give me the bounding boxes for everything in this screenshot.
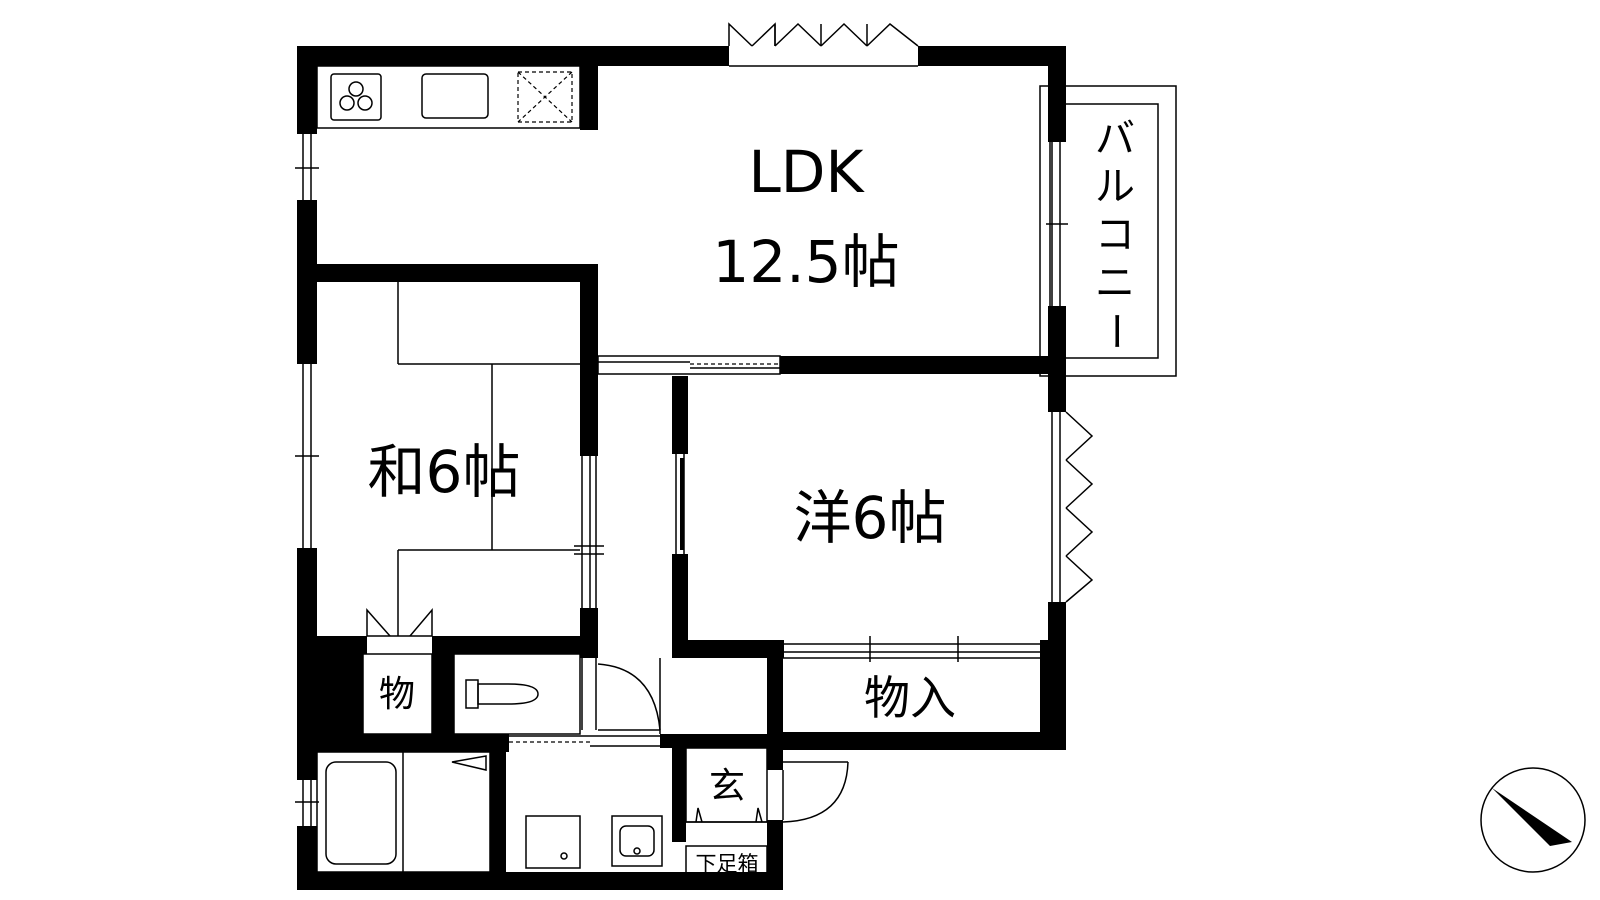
entrance-label: 玄 [709,766,745,807]
compass-icon [1480,767,1586,873]
ldk-sliding-door [597,355,781,375]
bath [316,751,491,873]
hallway-lines [659,640,768,734]
storage-small-box [362,653,433,735]
balcony-char: ニ [1095,260,1135,306]
storage-double-door [366,607,433,637]
balcony [1039,85,1177,377]
toilet [453,653,581,735]
balcony-char: ー [1092,311,1138,351]
washroom-fixtures [525,815,663,869]
balcony-char: バ [1095,116,1135,162]
exterior-walls [297,46,1066,890]
youshitsu-sliding-door [675,454,685,554]
toilet-door [581,658,661,731]
entrance [685,747,849,879]
shoe-box-label: 下足箱 [696,852,759,876]
closet-sliding-door [783,636,1040,662]
balcony-char: ル [1095,164,1135,210]
right-folding-windows [1065,411,1094,603]
storage-small-label: 物 [379,674,415,715]
ldk-size-label: 12.5帖 [712,228,899,296]
washroom-sliding-door [509,735,660,747]
balcony-label: バ ル コ ニ ー [1092,116,1138,351]
ldk-name-label: LDK [748,138,865,206]
interior-walls [317,62,1066,890]
balcony-char: コ [1095,212,1135,258]
youshitsu-label: 洋6帖 [794,484,947,552]
washitsu-label: 和6帖 [368,438,521,506]
washitsu-sliding-door [574,456,604,608]
closet-label: 物入 [864,671,956,725]
tatami-layout [397,282,580,636]
kitchen-counter [316,65,581,129]
windows [295,134,1068,826]
top-folding-windows [728,22,919,67]
